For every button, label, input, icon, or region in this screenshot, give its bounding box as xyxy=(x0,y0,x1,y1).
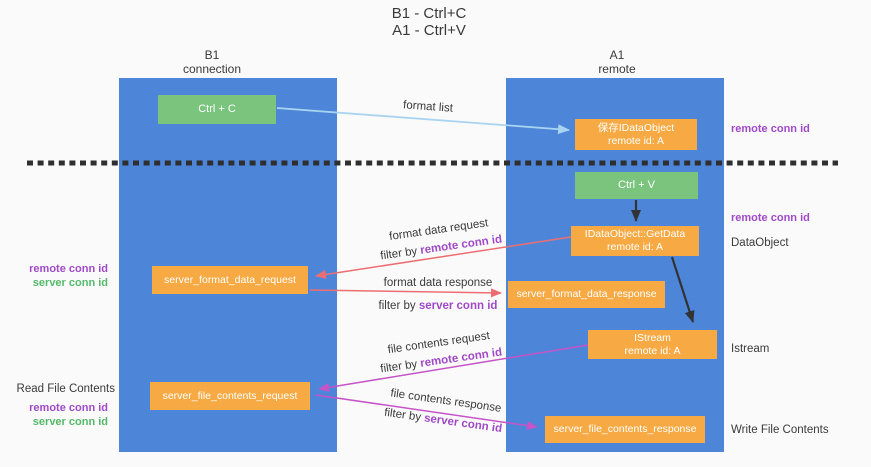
node-server-file-contents-request-label: server_file_contents_request xyxy=(162,389,298,402)
label-read-file-contents: Read File Contents xyxy=(16,383,115,395)
left-lane-name: B1 xyxy=(204,48,220,62)
label-group-format-data-response: format data response filter by server co… xyxy=(348,276,528,313)
diagram-title: B1 - Ctrl+C A1 - Ctrl+V xyxy=(329,5,529,39)
node-ctrl-c: Ctrl + C xyxy=(158,95,276,124)
left-remote-conn-id-2: remote conn id xyxy=(29,402,108,414)
right-remote-conn-id-2: remote conn id xyxy=(731,212,810,224)
server-conn-id-text: server conn id xyxy=(418,300,498,312)
node-idataobject-getdata-line2: remote id: A xyxy=(606,241,664,253)
left-remote-conn-id-1: remote conn id xyxy=(29,263,108,275)
right-lane-role: remote xyxy=(598,62,636,76)
left-lane-header: B1 connection xyxy=(152,48,272,76)
filter-by-text: filter by xyxy=(378,300,419,312)
arrow-getdata-to-istream xyxy=(670,256,695,323)
right-lane-header: A1 remote xyxy=(557,48,677,76)
node-server-format-data-request: server_format_data_request xyxy=(152,266,308,294)
node-idataobject-getdata: IDataObject::GetData remote id: A xyxy=(571,226,699,256)
node-istream-line2: remote id: A xyxy=(624,344,681,357)
left-lane-role: connection xyxy=(182,62,242,76)
node-ctrl-c-label: Ctrl + C xyxy=(198,103,236,115)
node-istream-line1: IStream xyxy=(634,331,671,344)
left-conn-ids-file: remote conn id server conn id xyxy=(10,401,108,429)
left-server-conn-id-1: server conn id xyxy=(32,277,108,289)
node-save-idataobject-line2: remote id: A xyxy=(607,134,665,147)
right-lane-name: A1 xyxy=(609,48,625,62)
node-save-idataobject: 保存IDataObject remote id: A xyxy=(575,119,697,150)
arrow-format-data-request xyxy=(315,236,572,279)
node-server-file-contents-request: server_file_contents_request xyxy=(150,382,310,410)
arrow-format-data-response xyxy=(309,288,502,298)
node-server-file-contents-response-label: server_file_contents_response xyxy=(553,423,697,435)
node-ctrl-v: Ctrl + V xyxy=(575,172,698,199)
node-server-format-data-response: server_format_data_response xyxy=(508,281,665,308)
arrow-file-contents-response xyxy=(315,394,538,431)
label-dataobject: DataObject xyxy=(731,237,789,249)
node-server-format-data-response-label: server_format_data_response xyxy=(516,288,657,300)
arrow-file-contents-request xyxy=(318,344,589,392)
node-idataobject-getdata-line1: IDataObject::GetData xyxy=(584,228,686,240)
node-server-format-data-request-label: server_format_data_request xyxy=(164,273,296,286)
title-line-1: B1 - Ctrl+C xyxy=(391,5,467,22)
right-remote-conn-id-1: remote conn id xyxy=(731,123,810,135)
label-write-file-contents: Write File Contents xyxy=(731,424,829,436)
title-line-2: A1 - Ctrl+V xyxy=(392,22,466,39)
left-server-conn-id-2: server conn id xyxy=(32,416,108,428)
arrow-format-list xyxy=(276,107,570,135)
node-istream: IStream remote id: A xyxy=(588,330,717,359)
left-conn-ids-format: remote conn id server conn id xyxy=(10,262,108,290)
label-filter-by-server-1: filter by server conn id xyxy=(348,299,528,313)
node-server-file-contents-response: server_file_contents_response xyxy=(545,416,705,443)
node-save-idataobject-line1: 保存IDataObject xyxy=(597,121,675,134)
label-format-data-response: format data response xyxy=(383,277,493,289)
label-istream: Istream xyxy=(731,343,770,355)
node-ctrl-v-label: Ctrl + V xyxy=(618,179,655,191)
